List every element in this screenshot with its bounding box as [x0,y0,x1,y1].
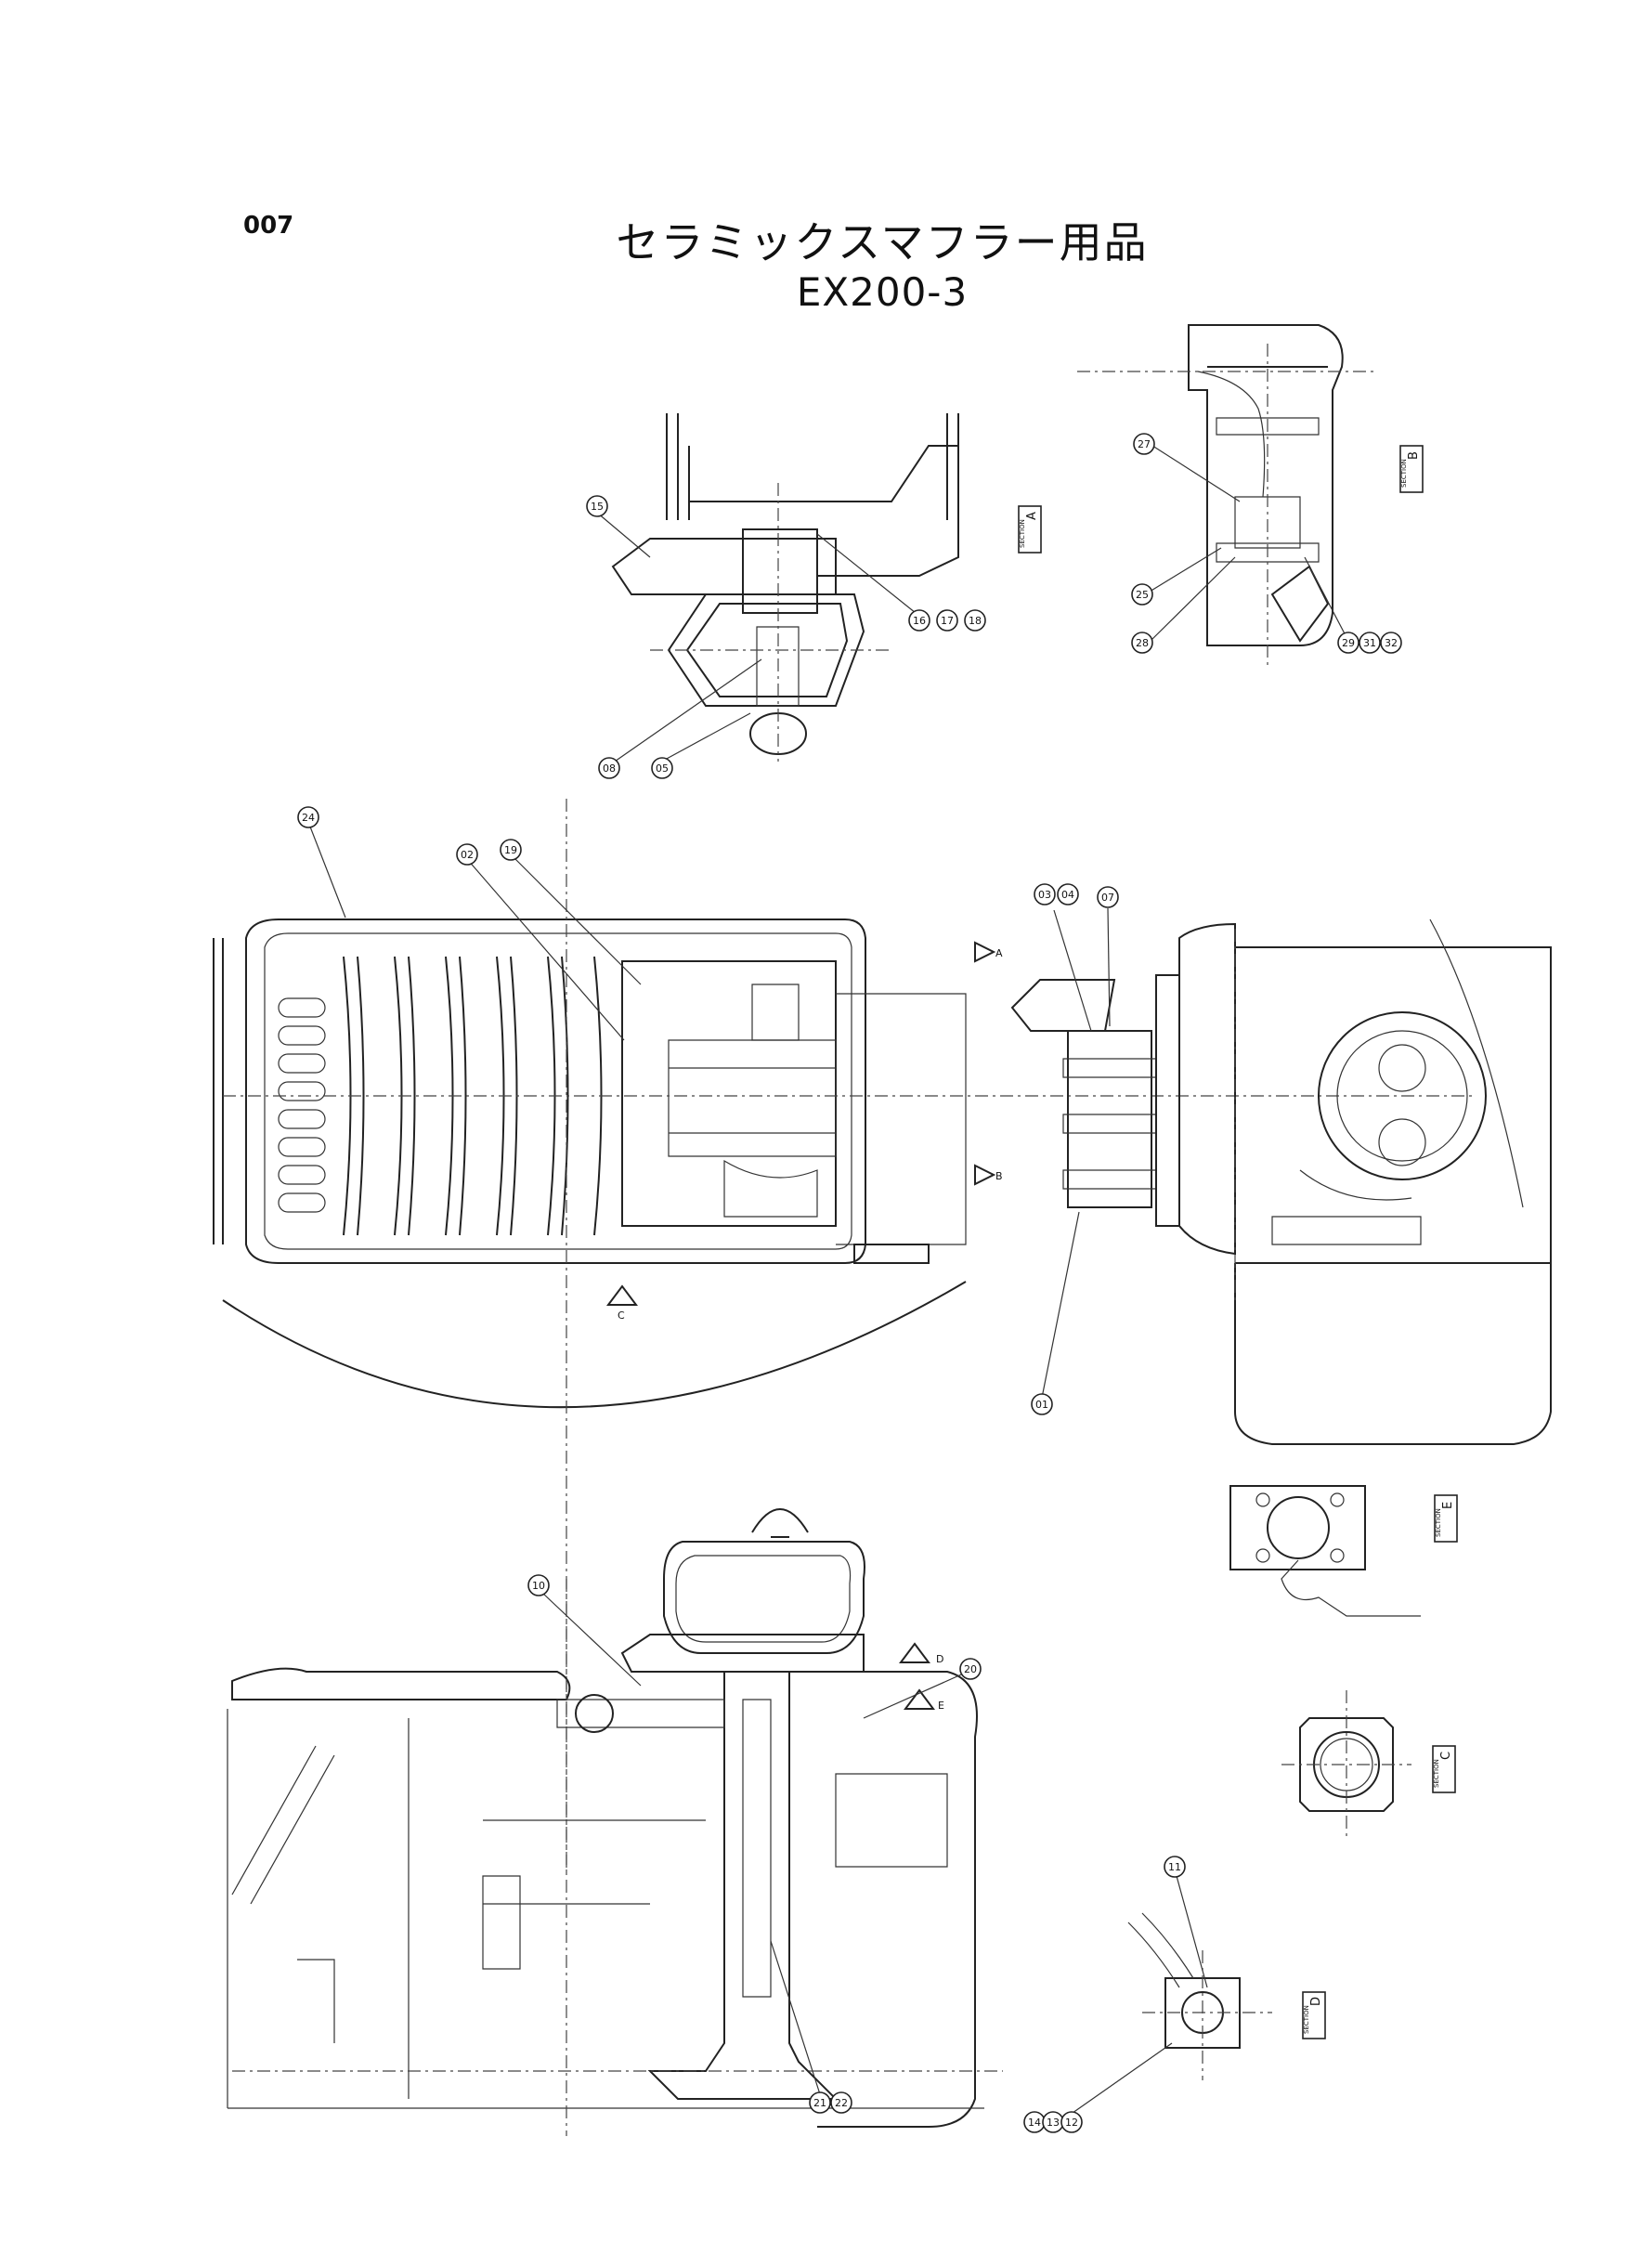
svg-text:14: 14 [1028,2117,1041,2129]
view-arrow-b: B [995,1170,1003,1182]
leader-lines [307,443,1349,2118]
svg-text:C: C [1439,1752,1453,1760]
svg-text:13: 13 [1047,2117,1060,2129]
view-arrow-a: A [995,947,1003,959]
svg-text:02: 02 [461,849,474,861]
svg-text:SECTION: SECTION [1303,2005,1310,2034]
callout-27: 27 [1133,433,1155,455]
svg-text:22: 22 [835,2097,848,2109]
detail-section-c [1281,1690,1411,1839]
view-arrow-c: C [618,1309,625,1322]
callout-21: 21 [809,2091,831,2114]
svg-text:10: 10 [532,1580,545,1592]
svg-text:28: 28 [1136,637,1149,649]
svg-text:21: 21 [813,2097,826,2109]
svg-text:A: A [1025,512,1039,520]
detail-section-e [1229,1485,1421,1617]
callout-17: 17 [936,609,958,632]
svg-text:29: 29 [1342,637,1355,649]
callout-12: 12 [1060,2111,1083,2133]
side-elevation-bottom [227,1508,1003,2136]
svg-text:E: E [1441,1502,1455,1509]
svg-text:SECTION: SECTION [1435,1508,1442,1537]
svg-text:08: 08 [603,762,616,775]
callout-19: 19 [500,839,522,861]
callout-14: 14 [1023,2111,1046,2133]
callout-10: 10 [527,1574,550,1596]
svg-text:SECTION: SECTION [1400,459,1408,488]
plan-view [213,799,1476,1876]
model-number: EX200-3 [796,269,969,315]
callout-02: 02 [456,843,478,866]
callout-31: 31 [1359,632,1381,654]
callout-13: 13 [1042,2111,1064,2133]
svg-text:07: 07 [1101,892,1114,904]
svg-text:05: 05 [656,762,669,775]
callout-04: 04 [1057,883,1079,905]
svg-text:19: 19 [504,844,517,856]
callout-22: 22 [830,2091,852,2114]
svg-text:B: B [1407,451,1421,460]
side-view-right [1010,919,1552,1445]
callout-05: 05 [651,757,673,779]
callout-28: 28 [1131,632,1153,654]
svg-text:SECTION: SECTION [1433,1759,1440,1788]
callout-03: 03 [1034,883,1056,905]
svg-text:04: 04 [1061,889,1074,901]
svg-text:16: 16 [913,615,926,627]
callout-29: 29 [1337,632,1359,654]
svg-text:D: D [1309,1997,1323,2006]
svg-text:20: 20 [964,1663,977,1675]
section-label-e: SECTION E [1434,1494,1458,1543]
svg-text:32: 32 [1385,637,1398,649]
svg-text:17: 17 [941,615,954,627]
view-arrow-e: E [938,1700,944,1712]
callout-15: 15 [586,495,608,517]
callout-01: 01 [1031,1393,1053,1415]
svg-text:27: 27 [1138,438,1151,450]
callout-16: 16 [908,609,930,632]
view-section-a [611,413,959,762]
drawing-title: セラミックスマフラー用品 [616,217,1149,267]
svg-text:12: 12 [1065,2117,1078,2129]
view-arrow-d: D [936,1653,943,1665]
section-label-a: SECTION A [1018,505,1042,554]
section-label-c: SECTION C [1432,1745,1456,1793]
svg-text:24: 24 [302,812,315,824]
detail-section-d [1127,1912,1272,2080]
callout-25: 25 [1131,583,1153,606]
callout-24: 24 [297,806,319,828]
svg-text:SECTION: SECTION [1019,519,1026,548]
section-label-b: SECTION B [1399,445,1424,493]
callout-08: 08 [598,757,620,779]
svg-text:15: 15 [591,501,604,513]
callout-18: 18 [964,609,986,632]
page-number: 007 [243,212,294,240]
svg-text:31: 31 [1363,637,1376,649]
view-section-b [1077,324,1374,669]
section-label-d: SECTION D [1302,1991,1326,2039]
svg-text:11: 11 [1168,1861,1181,1873]
svg-text:25: 25 [1136,589,1149,601]
svg-text:01: 01 [1035,1399,1048,1411]
callout-07: 07 [1097,886,1119,908]
callout-11: 11 [1164,1856,1186,1878]
svg-text:18: 18 [969,615,982,627]
svg-text:03: 03 [1038,889,1051,901]
callout-32: 32 [1380,632,1402,654]
callout-20: 20 [959,1658,982,1680]
